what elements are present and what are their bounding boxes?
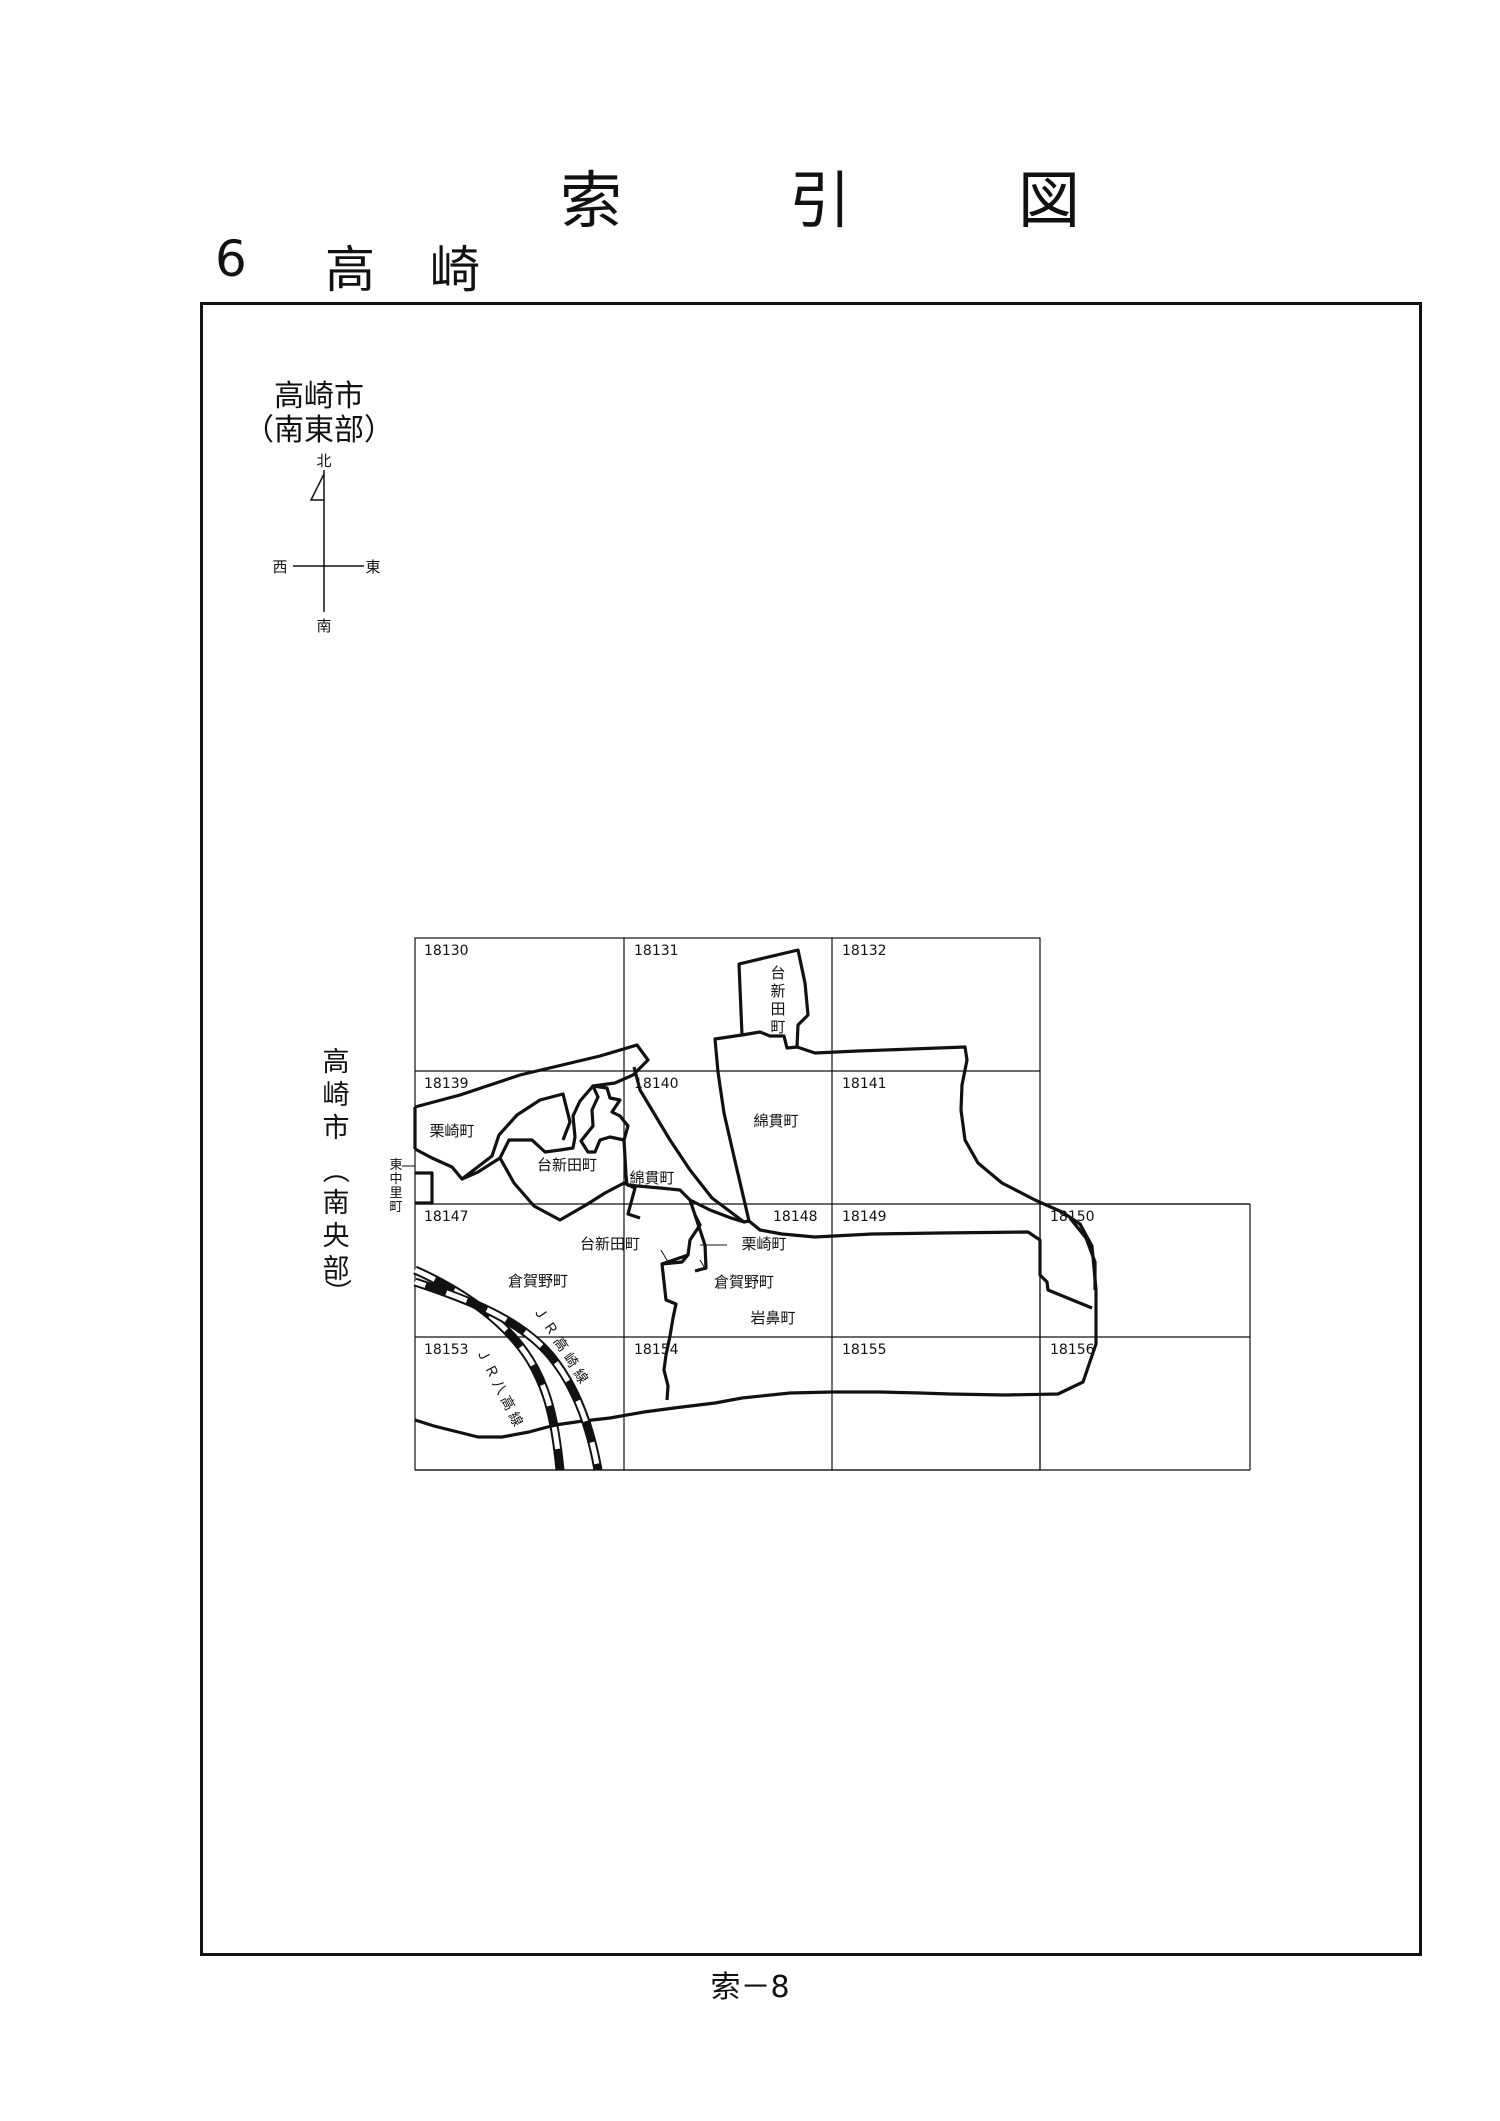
area-label-higashinakazato: 里 — [389, 1186, 402, 1201]
area-label-iwahana: 岩鼻町 — [750, 1309, 795, 1327]
area-label-watanuki-small: 綿貫町 — [629, 1169, 674, 1187]
side-label-char: 市 — [323, 1113, 350, 1144]
area-label-higashinakazato: 中 — [389, 1172, 402, 1187]
side-label-char: 部 — [323, 1254, 350, 1285]
section-number: 6 — [215, 230, 247, 288]
page-title: 索 引 図 — [560, 150, 1080, 237]
area-label-daishinden-south: 台新田町 — [580, 1235, 640, 1253]
leader-lines — [402, 1165, 727, 1271]
side-label-char: （ — [319, 1157, 350, 1184]
sheet-number: 18140 — [634, 1076, 679, 1092]
railway-jr-takasaki — [413, 1277, 603, 1471]
compass-west: 西 — [272, 558, 287, 576]
sheet-number: 18155 — [842, 1342, 887, 1358]
title-char: 図 — [1017, 164, 1080, 237]
compass-north: 北 — [316, 452, 331, 470]
railway-label-hachiko: 高 — [497, 1393, 519, 1413]
district-boundaries — [413, 948, 1098, 1439]
inset-subtitle: （南東部） — [244, 413, 394, 448]
title-char: 索 — [560, 164, 623, 237]
side-label-char: ） — [321, 1279, 352, 1306]
sheet-number: 18147 — [424, 1209, 469, 1225]
section-name-char: 崎 — [430, 241, 480, 299]
area-label-watanuki: 綿貫町 — [753, 1112, 798, 1130]
area-label-daishinden-north: 田 — [770, 1000, 785, 1018]
side-label-char: 高 — [323, 1047, 350, 1078]
sheet-number: 18141 — [842, 1076, 887, 1092]
inset-title: 高崎市 — [274, 379, 364, 414]
sheet-number: 18148 — [773, 1209, 818, 1225]
title-char: 引 — [788, 164, 851, 237]
area-label-higashinakazato: 町 — [389, 1200, 402, 1215]
side-label-char: 央 — [323, 1221, 350, 1252]
sheet-number: 18132 — [842, 943, 887, 959]
section-name-char: 高 — [325, 241, 375, 299]
area-label-kuragano-east: 倉賀野町 — [714, 1273, 774, 1291]
railway-label-hachiko: 線 — [505, 1410, 526, 1430]
sheet-number: 18130 — [424, 943, 469, 959]
sheet-number: 18153 — [424, 1342, 469, 1358]
railway-jr-hachiko — [413, 1265, 565, 1471]
compass-rose — [293, 470, 364, 612]
compass-east: 東 — [365, 558, 380, 576]
map-frame — [200, 302, 1422, 1956]
area-label-kurisaki-south: 栗崎町 — [741, 1235, 786, 1253]
area-label-daishinden-north: 新 — [770, 982, 785, 1000]
area-label-daishinden-north: 台 — [770, 964, 785, 982]
area-label-daishinden-north: 町 — [770, 1018, 785, 1036]
section-heading: 6 高 崎 — [215, 230, 480, 302]
railway-label-hachiko: Ｊ — [473, 1346, 494, 1366]
side-label-char: 南 — [323, 1188, 350, 1219]
area-label-higashinakazato: 東 — [389, 1157, 402, 1173]
sheet-number: 18131 — [634, 943, 679, 959]
side-label-char: 崎 — [323, 1080, 350, 1111]
compass-south: 南 — [316, 617, 331, 635]
railway-label-hachiko: Ｒ — [481, 1362, 502, 1382]
sheet-number: 18139 — [424, 1076, 469, 1092]
page-number: 索－8 — [710, 1970, 790, 2005]
side-label-takasaki-minamichuo: 高 崎 市 （ 南 央 部 ） — [319, 1047, 352, 1306]
area-label-kuragano-west: 倉賀野町 — [508, 1272, 568, 1290]
railway-label-takasaki: Ｒ — [540, 1318, 561, 1339]
area-label-daishinden-center: 台新田町 — [537, 1156, 597, 1174]
sheet-number: 18149 — [842, 1209, 887, 1225]
area-label-kurisaki-west: 栗崎町 — [429, 1122, 474, 1140]
railway-label-hachiko: 八 — [489, 1378, 510, 1398]
sheet-number: 18156 — [1050, 1342, 1095, 1358]
sheet-number: 18154 — [634, 1342, 679, 1358]
